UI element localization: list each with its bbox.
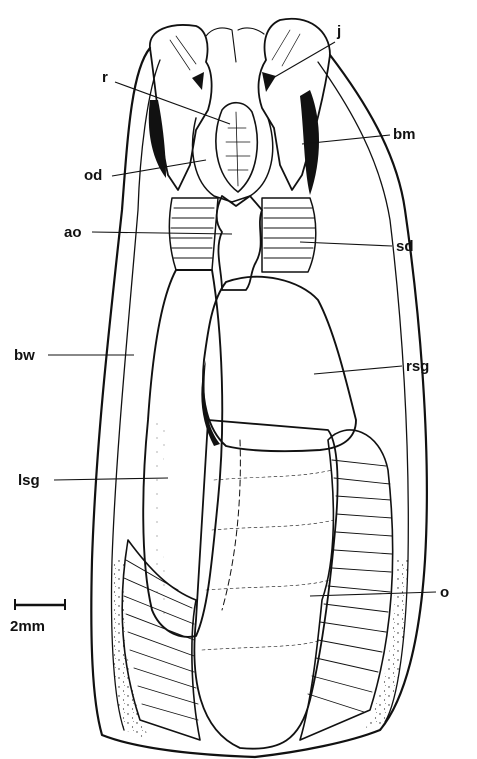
label-bw: bw: [14, 347, 35, 364]
leader-sd: [300, 242, 392, 246]
label-od: od: [84, 167, 102, 184]
label-bm: bm: [393, 126, 416, 143]
label-lsg: lsg: [18, 472, 40, 489]
salivary-duct-hatching: [169, 198, 315, 272]
label-o: o: [440, 584, 449, 601]
ovary: [194, 420, 337, 749]
head-region: [149, 19, 330, 202]
left-salivary-gland: [143, 270, 222, 637]
leader-rsg: [314, 366, 402, 374]
label-r: r: [102, 69, 108, 86]
leader-lines: [48, 42, 436, 596]
scale-bar: 2mm: [10, 599, 66, 635]
leader-ao: [92, 232, 232, 234]
label-j: j: [336, 23, 341, 40]
scale-bar-label: 2mm: [10, 618, 45, 635]
label-rsg: rsg: [406, 358, 429, 375]
labels: j r bm od ao sd bw rsg lsg o: [14, 23, 449, 601]
label-ao: ao: [64, 224, 82, 241]
label-sd: sd: [396, 238, 414, 255]
leader-j: [266, 42, 335, 82]
